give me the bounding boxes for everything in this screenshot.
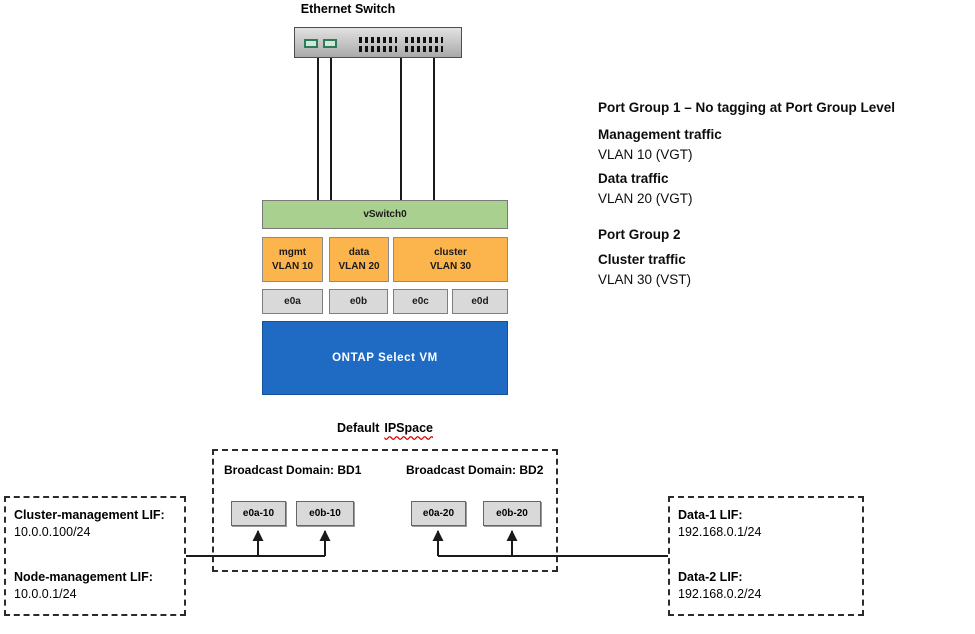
portgroup-vlan: VLAN 20: [338, 261, 380, 272]
switch-port-bank-icon: [359, 46, 397, 52]
legend-line: Management traffic: [598, 127, 722, 142]
ipspace-label-prefix: Default: [337, 421, 380, 435]
cluster-management-lif-value: 10.0.0.100/24: [14, 525, 91, 539]
management-lif-box: Cluster-management LIF: 10.0.0.100/24 No…: [4, 496, 186, 616]
switch-port-bank-icon: [405, 46, 443, 52]
default-ipspace-box: [212, 449, 558, 572]
ontap-select-vm-label: ONTAP Select VM: [332, 352, 438, 364]
legend-line: Port Group 1 – No tagging at Port Group …: [598, 100, 896, 115]
switch-uplink-port-icon: [304, 39, 318, 48]
data-1-lif-value: 192.168.0.1/24: [678, 525, 762, 539]
portgroup-name: data: [348, 247, 370, 258]
data-1-lif-label: Data-1 LIF:: [678, 508, 743, 522]
switch-uplink-port-icon: [323, 39, 337, 48]
portgroup-name: mgmt: [278, 247, 307, 258]
legend-line: VLAN 30 (VST): [598, 272, 692, 287]
data-2-lif-value: 192.168.0.2/24: [678, 587, 762, 601]
nic-e0b-box: e0b: [329, 289, 388, 314]
cluster-management-lif-label: Cluster-management LIF:: [14, 508, 165, 522]
vswitch-label: vSwitch0: [363, 209, 407, 220]
ethernet-switch-label: Ethernet Switch: [300, 2, 396, 16]
bd2-label: Broadcast Domain: BD2: [406, 463, 544, 477]
portgroup-vlan: VLAN 10: [271, 261, 314, 272]
ipspace-label-word: IPSpace: [384, 421, 434, 435]
switch-port-bank-icon: [359, 37, 397, 43]
portgroup-vlan: VLAN 30: [429, 261, 472, 272]
port-e0a-20-box: e0a-20: [411, 501, 466, 526]
port-e0b-10-box: e0b-10: [296, 501, 354, 526]
portgroup-data-box: data VLAN 20: [329, 237, 389, 282]
portgroup-mgmt-box: mgmt VLAN 10: [262, 237, 323, 282]
ethernet-switch-icon: [294, 27, 462, 58]
ontap-select-vm-box: ONTAP Select VM: [262, 321, 508, 395]
legend-line: Data traffic: [598, 171, 669, 186]
legend-line: VLAN 20 (VGT): [598, 191, 693, 206]
data-lif-box: Data-1 LIF: 192.168.0.1/24 Data-2 LIF: 1…: [668, 496, 864, 616]
legend-line: VLAN 10 (VGT): [598, 147, 693, 162]
nic-e0c-box: e0c: [393, 289, 448, 314]
legend-line: Port Group 2: [598, 227, 681, 242]
nic-e0d-box: e0d: [452, 289, 508, 314]
legend-line: Cluster traffic: [598, 252, 686, 267]
portgroup-cluster-box: cluster VLAN 30: [393, 237, 508, 282]
ipspace-label: Default IPSpace: [337, 421, 433, 435]
node-management-lif-label: Node-management LIF:: [14, 570, 153, 584]
legend-spacer: [598, 209, 970, 225]
switch-port-bank-icon: [405, 37, 443, 43]
nic-e0a-box: e0a: [262, 289, 323, 314]
node-management-lif-value: 10.0.0.1/24: [14, 587, 77, 601]
vswitch-bar: vSwitch0: [262, 200, 508, 229]
port-e0b-20-box: e0b-20: [483, 501, 541, 526]
data-2-lif-label: Data-2 LIF:: [678, 570, 743, 584]
bd1-label: Broadcast Domain: BD1: [224, 463, 362, 477]
portgroup-name: cluster: [434, 247, 467, 258]
port-e0a-10-box: e0a-10: [231, 501, 286, 526]
portgroup-legend: Port Group 1 – No tagging at Port Group …: [598, 98, 970, 290]
